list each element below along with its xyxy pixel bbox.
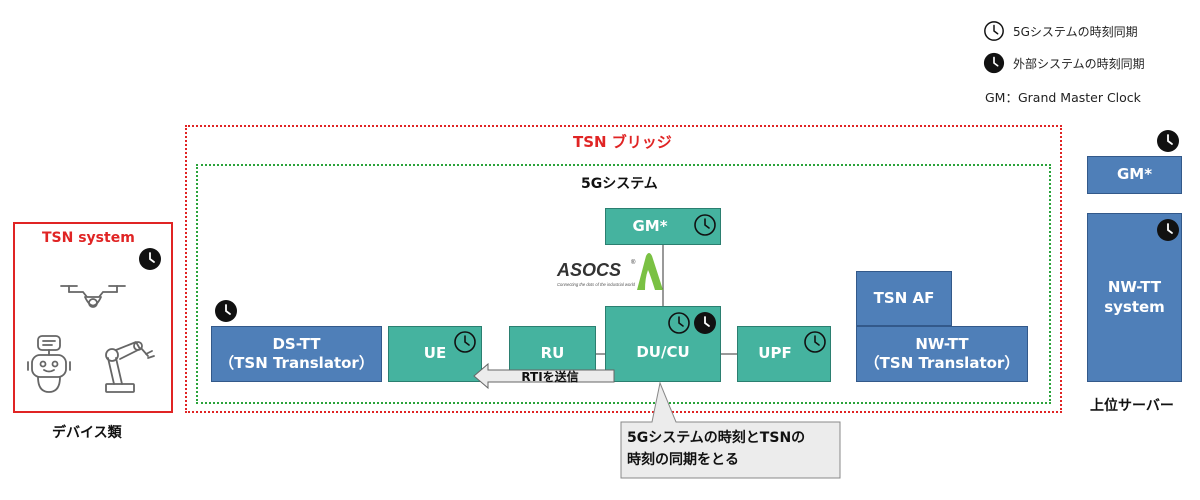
clock-outline-icon [667, 311, 691, 335]
devices-caption: デバイス類 [52, 425, 122, 441]
nw-tt-system-line2: system [1104, 297, 1165, 316]
system-5g-frame [196, 164, 1051, 404]
du-cu-label: DU/CU [636, 343, 690, 362]
tsn-system-frame [13, 222, 173, 413]
tsn-bridge-title: TSN ブリッジ [573, 133, 672, 151]
clock-filled-icon [138, 247, 162, 271]
callout-line1: 5Gシステムの時刻とTSNの [627, 430, 806, 446]
asocs-brand: ASOCS [556, 260, 621, 280]
tsn-bridge-frame [185, 125, 1062, 413]
callout-line2: 時刻の同期をとる [627, 452, 739, 469]
tsn-af-box: TSN AF [856, 271, 952, 326]
nw-tt-box: NW-TT （TSN Translator） [856, 326, 1028, 382]
callout-text: 5Gシステムの時刻とTSNの 時刻の同期をとる [627, 427, 841, 472]
asocs-registered: ® [631, 259, 636, 266]
upf-label: UPF [758, 344, 792, 363]
tsn-system-title: TSN system [42, 230, 135, 246]
legend-internal-sync: 5Gシステムの時刻同期 [983, 19, 1138, 43]
nw-tt-system-box: NW-TT system [1087, 213, 1182, 382]
legend-external-sync: 外部システムの時刻同期 [983, 51, 1145, 75]
ue-label: UE [423, 344, 447, 363]
ru-label: RU [540, 344, 565, 363]
clock-outline-icon [803, 330, 827, 354]
nw-tt-line2: （TSN Translator） [864, 354, 1020, 372]
ds-tt-line2: （TSN Translator） [219, 354, 374, 372]
ue-box: UE [388, 326, 482, 382]
system-5g-title: 5Gシステム [581, 176, 658, 192]
clock-filled-icon [693, 311, 717, 335]
clock-outline-icon [693, 213, 717, 237]
nw-tt-system-line1: NW-TT [1107, 278, 1162, 296]
gm-5g-label: GM* [632, 216, 668, 235]
asocs-logo-mark [637, 253, 663, 290]
robot-icon [27, 335, 71, 393]
nw-tt-line1: NW-TT [915, 334, 969, 353]
legend-internal-sync-label: 5Gシステムの時刻同期 [1013, 24, 1138, 39]
gm-upper-box: GM* [1087, 156, 1182, 194]
gm-upper-label: GM* [1116, 165, 1153, 184]
clock-outline-icon [453, 330, 477, 354]
upper-server-caption: 上位サーバー [1090, 398, 1174, 414]
clock-filled-icon [1156, 218, 1180, 242]
clock-outline-icon [983, 20, 1005, 42]
legend-gm-note: GM：Grand Master Clock [985, 90, 1141, 105]
legend-external-sync-label: 外部システムの時刻同期 [1013, 56, 1145, 71]
rti-arrow-label: RTIを送信 [521, 370, 579, 384]
ds-tt-line1: DS-TT [272, 334, 321, 353]
tsn-af-label: TSN AF [873, 288, 935, 307]
ds-tt-box: DS-TT （TSN Translator） [211, 326, 382, 382]
asocs-logo: ASOCS ® Connecting the dots of the indus… [556, 253, 663, 290]
gm-5g-box: GM* [605, 208, 721, 245]
clock-filled-icon [214, 299, 238, 323]
rti-arrow-icon [473, 362, 615, 390]
clock-filled-icon [1156, 129, 1180, 153]
drone-icon [60, 285, 126, 308]
robot-arm-icon [105, 341, 155, 393]
clock-filled-icon [983, 52, 1005, 74]
asocs-tagline: Connecting the dots of the industrial wo… [557, 282, 636, 287]
